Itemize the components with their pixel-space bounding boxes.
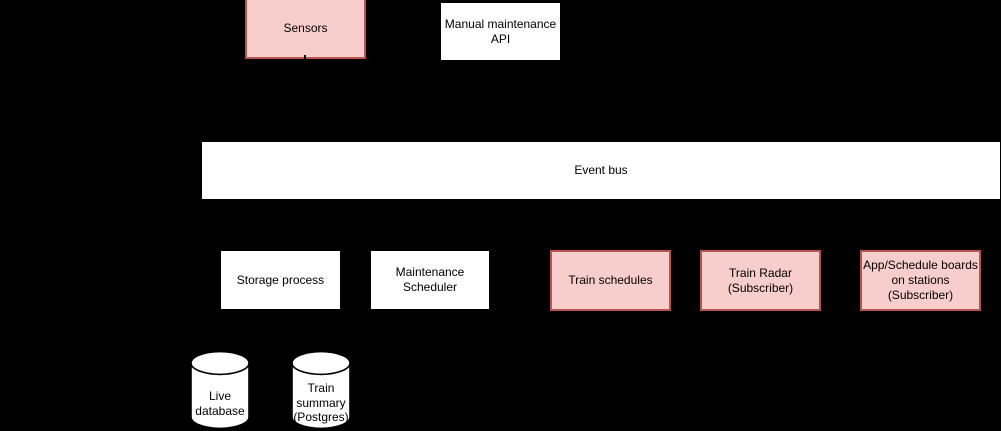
node-train-summary-label: Train summary (Postgres) <box>281 381 361 425</box>
database-cylinder-icon <box>291 351 351 429</box>
node-train-radar-label: Train Radar (Subscriber) <box>728 266 793 296</box>
connector-stub <box>304 55 306 60</box>
label-line: Train <box>307 381 335 395</box>
node-train-schedules: Train schedules <box>550 250 671 311</box>
node-train-summary: Train summary (Postgres) <box>291 351 351 429</box>
node-maintenance-scheduler: Maintenance Scheduler <box>370 250 490 310</box>
label-line: Sensors <box>283 21 328 35</box>
node-app-schedule-boards: App/Schedule boards on stations (Subscri… <box>860 250 981 311</box>
label-line: Manual maintenance <box>444 16 557 31</box>
database-cylinder-icon <box>190 351 250 429</box>
label-line: (Subscriber) <box>887 288 954 302</box>
label-line: (Postgres) <box>293 410 349 424</box>
node-event-bus-label: Event bus <box>574 163 627 178</box>
node-sensors-label: Sensors <box>283 21 327 36</box>
label-line: Train schedules <box>568 273 653 287</box>
label-line: API <box>490 31 511 46</box>
node-train-radar: Train Radar (Subscriber) <box>700 250 821 311</box>
node-event-bus: Event bus <box>201 141 1001 200</box>
node-manual-maintenance-api: Manual maintenance API <box>440 2 561 61</box>
node-sensors: Sensors <box>245 0 366 59</box>
label-line: Live <box>208 389 231 403</box>
node-live-database: Live database <box>190 351 250 429</box>
label-line: Event bus <box>574 163 628 177</box>
node-manual-maintenance-api-label: Manual maintenance API <box>445 17 556 47</box>
node-app-schedule-boards-label: App/Schedule boards on stations (Subscri… <box>863 258 978 303</box>
node-storage-process-label: Storage process <box>237 273 324 288</box>
label-line: Maintenance <box>395 265 465 279</box>
node-maintenance-scheduler-label: Maintenance Scheduler <box>396 265 465 295</box>
label-line: Storage process <box>236 272 325 287</box>
label-line: Train Radar <box>729 265 792 280</box>
node-train-schedules-label: Train schedules <box>568 273 652 288</box>
label-line: summary <box>296 395 346 410</box>
label-line: on stations <box>891 273 950 287</box>
label-line: Scheduler <box>402 280 458 294</box>
node-storage-process: Storage process <box>220 250 341 310</box>
node-live-database-label: Live database <box>180 389 260 418</box>
label-line: database <box>195 403 245 418</box>
label-line: (Subscriber) <box>727 280 794 295</box>
label-line: App/Schedule boards <box>863 258 978 272</box>
